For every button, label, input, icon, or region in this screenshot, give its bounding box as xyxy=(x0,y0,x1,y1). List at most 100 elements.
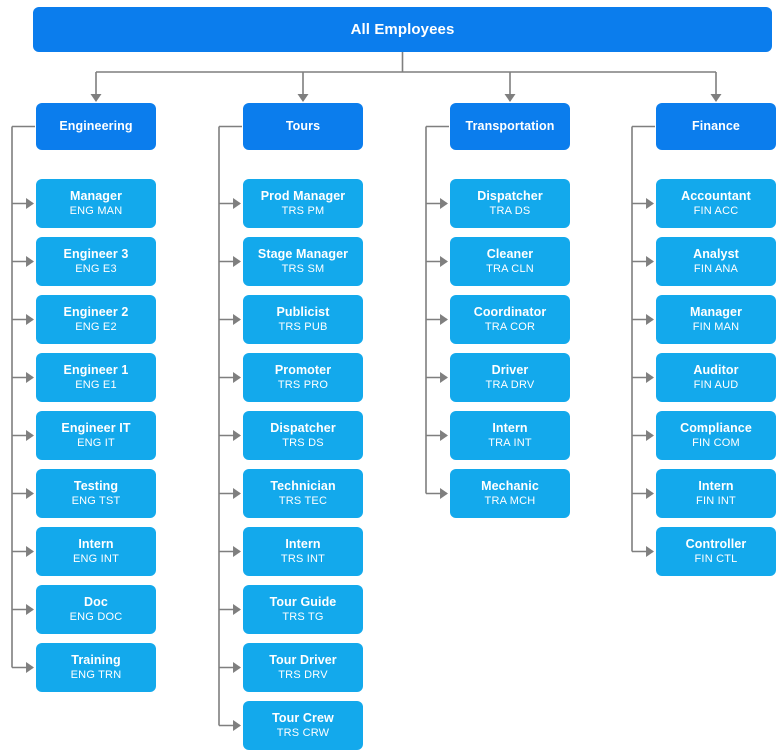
role-title: Stage Manager xyxy=(257,247,349,262)
role-code: TRA CLN xyxy=(486,262,534,275)
role-code: ENG E1 xyxy=(75,378,117,391)
role-title: Intern xyxy=(698,479,734,494)
role-code: ENG INT xyxy=(72,552,119,565)
role-code: ENG MAN xyxy=(69,204,123,217)
role-title: Coordinator xyxy=(473,305,547,320)
role-title: Tour Crew xyxy=(272,711,334,726)
role-code: ENG IT xyxy=(77,436,115,449)
role-title: Controller xyxy=(685,537,747,552)
role-title: Dispatcher xyxy=(477,189,543,204)
role-code: ENG TRN xyxy=(70,668,122,681)
role-code: FIN AUD xyxy=(693,378,739,391)
department-node-finance[interactable]: Finance xyxy=(656,103,776,150)
role-code: TRA INT xyxy=(488,436,532,449)
role-title: Compliance xyxy=(680,421,752,436)
role-title: Promoter xyxy=(274,363,332,378)
role-title: Doc xyxy=(84,595,108,610)
role-title: Training xyxy=(71,653,121,668)
role-code: FIN ANA xyxy=(693,262,739,275)
role-code: TRS DS xyxy=(282,436,324,449)
role-title: Engineer 1 xyxy=(63,363,129,378)
role-code: TRS CRW xyxy=(276,726,330,739)
role-title: Testing xyxy=(73,479,119,494)
role-code: TRS PM xyxy=(281,204,325,217)
role-code: TRS TEC xyxy=(278,494,328,507)
role-title: Intern xyxy=(285,537,321,552)
role-code: ENG DOC xyxy=(69,610,123,623)
role-code: TRS TG xyxy=(282,610,324,623)
role-title: Engineer 3 xyxy=(63,247,129,262)
department-node-tours[interactable]: Tours xyxy=(243,103,363,150)
role-code: TRA DRV xyxy=(485,378,535,391)
role-title: Technician xyxy=(270,479,336,494)
role-code: TRS DRV xyxy=(278,668,328,681)
role-title: Auditor xyxy=(693,363,739,378)
role-code: ENG TST xyxy=(71,494,121,507)
role-title: Cleaner xyxy=(486,247,534,262)
role-code: TRS SM xyxy=(281,262,325,275)
role-title: Intern xyxy=(492,421,528,436)
role-code: TRS PUB xyxy=(278,320,328,333)
role-title: Tour Driver xyxy=(269,653,337,668)
role-code: TRA DS xyxy=(489,204,531,217)
role-code: FIN COM xyxy=(692,436,740,449)
role-code: TRA COR xyxy=(484,320,536,333)
role-code: FIN ACC xyxy=(693,204,739,217)
role-title: Intern xyxy=(78,537,114,552)
role-title: Manager xyxy=(689,305,743,320)
role-code: FIN MAN xyxy=(692,320,740,333)
role-title: Tour Guide xyxy=(269,595,337,610)
role-title: Prod Manager xyxy=(260,189,346,204)
department-node-transportation[interactable]: Transportation xyxy=(450,103,570,150)
role-title: Driver xyxy=(491,363,529,378)
role-title: Engineer 2 xyxy=(63,305,129,320)
role-code: FIN CTL xyxy=(694,552,738,565)
role-code: ENG E3 xyxy=(75,262,117,275)
root-node-all-employees[interactable]: All Employees xyxy=(33,7,772,52)
role-code: TRS PRO xyxy=(277,378,329,391)
role-code: TRS INT xyxy=(280,552,326,565)
role-code: TRA MCH xyxy=(484,494,536,507)
role-title: Dispatcher xyxy=(270,421,336,436)
role-code: ENG E2 xyxy=(75,320,117,333)
role-title: Publicist xyxy=(276,305,330,320)
role-title: Accountant xyxy=(681,189,751,204)
department-node-engineering[interactable]: Engineering xyxy=(36,103,156,150)
role-title: Manager xyxy=(69,189,123,204)
role-title: Analyst xyxy=(693,247,739,262)
role-title: Mechanic xyxy=(481,479,539,494)
